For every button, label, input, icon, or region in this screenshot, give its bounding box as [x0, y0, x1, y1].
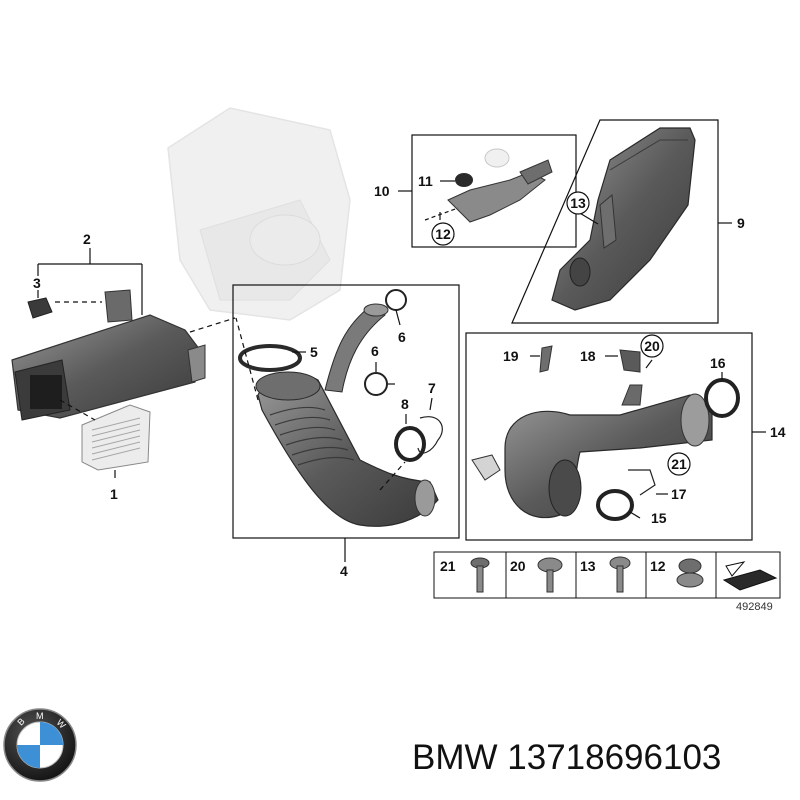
callout-13-circled: 13 — [566, 191, 590, 215]
callout-17: 17 — [671, 486, 687, 502]
callout-18: 18 — [580, 348, 596, 364]
screw-part-20-icon — [537, 557, 563, 593]
svg-text:20: 20 — [644, 338, 660, 354]
leader-lines-left — [37, 248, 236, 478]
callout-20-circled: 20 — [640, 334, 664, 358]
resonator-part-9 — [551, 127, 696, 311]
callout-10: 10 — [374, 183, 390, 199]
callout-9: 9 — [737, 215, 745, 231]
callout-8: 8 — [401, 396, 409, 412]
filter-element-part-1 — [81, 404, 151, 471]
diagram-number: 492849 — [736, 601, 773, 613]
callout-15: 15 — [651, 510, 667, 526]
callout-4: 4 — [340, 563, 348, 579]
fastener-label-21: 21 — [440, 558, 456, 574]
sensor-part-19 — [539, 345, 553, 373]
callout-7: 7 — [428, 380, 436, 396]
intake-duct-part-2 — [11, 289, 206, 421]
svg-text:21: 21 — [671, 456, 687, 472]
air-filter-housing-ghost — [167, 107, 351, 321]
bmw-logo: B M W — [3, 708, 77, 782]
intake-hose-part-4 — [255, 303, 439, 527]
svg-text:M: M — [36, 711, 44, 721]
fastener-label-13: 13 — [580, 558, 596, 574]
fastener-strip — [433, 551, 781, 599]
fastener-label-20: 20 — [510, 558, 526, 574]
screw-part-13-icon — [609, 556, 631, 593]
svg-text:12: 12 — [435, 226, 451, 242]
pipe-part-14 — [471, 384, 713, 519]
callout-2: 2 — [83, 231, 91, 247]
callout-6-upper: 6 — [398, 329, 406, 345]
group-box-9 — [511, 119, 719, 324]
callout-12-circled: 12 — [431, 222, 455, 246]
callout-21-circled: 21 — [667, 452, 691, 476]
callout-1: 1 — [110, 486, 118, 502]
callout-5: 5 — [310, 344, 318, 360]
seal-part-3 — [27, 297, 53, 319]
sensor-part-18 — [619, 349, 641, 373]
callout-11: 11 — [418, 173, 433, 189]
svg-text:B: B — [15, 716, 26, 727]
callout-16: 16 — [710, 355, 726, 371]
fastener-label-12: 12 — [650, 558, 666, 574]
callout-14: 14 — [770, 424, 786, 440]
callout-19: 19 — [503, 348, 519, 364]
callout-3: 3 — [33, 275, 41, 291]
part-caption: BMW 13718696103 — [412, 738, 722, 777]
callout-6-lower: 6 — [371, 343, 379, 359]
leader-lines-box4 — [235, 309, 433, 562]
nut-part-12-icon — [676, 558, 704, 588]
group-box-14 — [465, 332, 753, 541]
screw-part-21-icon — [470, 557, 490, 593]
group-box-4 — [232, 284, 460, 539]
bracket-part-10 — [447, 148, 553, 223]
clamp-part-5 — [238, 344, 302, 372]
svg-text:13: 13 — [570, 195, 586, 211]
direction-arrow-icon — [722, 561, 778, 591]
leader-lines-box10 — [398, 180, 459, 221]
